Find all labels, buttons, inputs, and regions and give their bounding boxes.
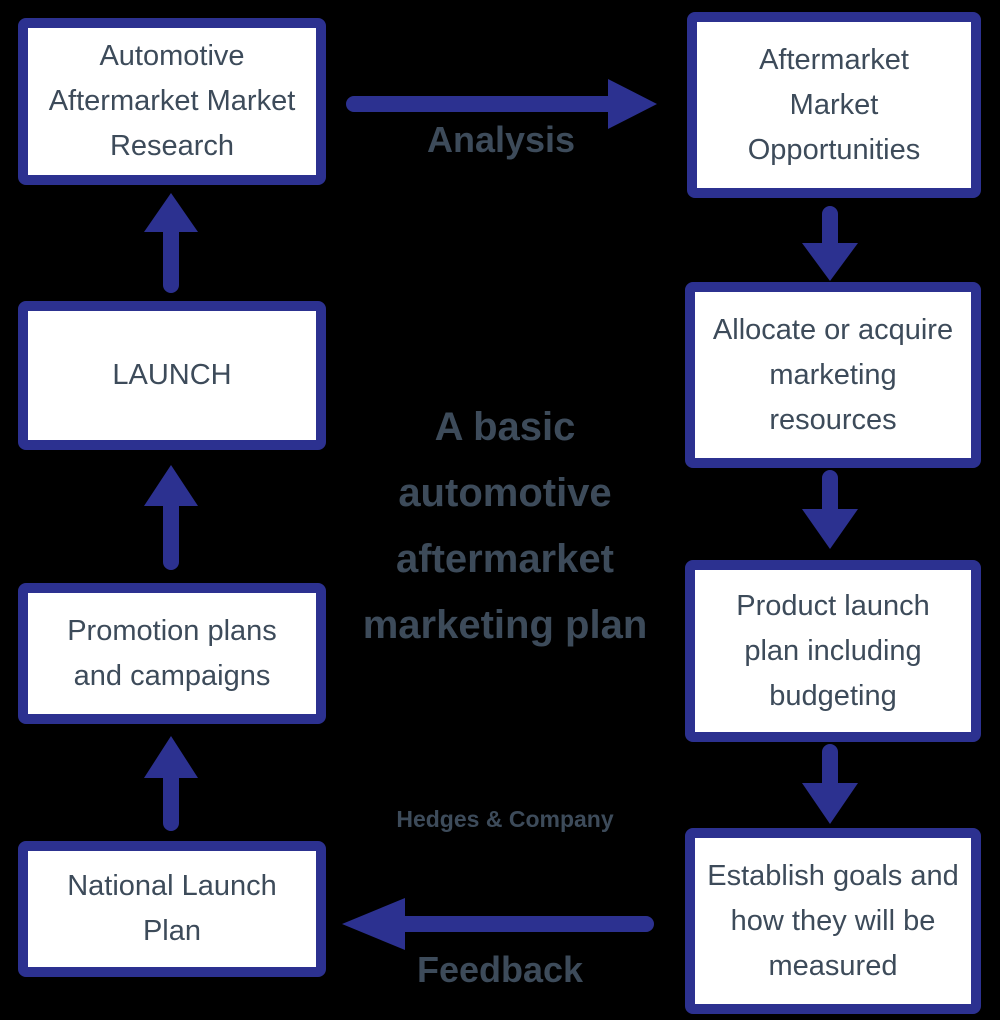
credit-text: Hedges & Company <box>396 806 614 832</box>
down-arrow-product-goals <box>802 744 858 824</box>
flow-box-text: marketing <box>769 358 897 391</box>
flow-box-text: resources <box>769 403 897 436</box>
flow-box-opportunities: Aftermarket Market Opportunities <box>687 12 981 198</box>
up-arrow-promotion-launch <box>144 465 198 570</box>
diagram-title-line: A basic <box>434 405 576 449</box>
flow-box-text: LAUNCH <box>112 359 232 391</box>
down-arrow-opportunities-allocate <box>802 206 858 281</box>
flow-box-allocate-resources: Allocate or acquire marketing resources <box>685 282 981 468</box>
flow-box-text: how they will be <box>730 904 936 937</box>
flow-box-text: Allocate or acquire <box>712 313 954 346</box>
up-arrow-national-promotion <box>144 736 198 831</box>
flow-box-text: measured <box>768 949 898 982</box>
flow-box-establish-goals: Establish goals and how they will be mea… <box>685 828 981 1014</box>
flow-box-text: Opportunities <box>747 133 921 166</box>
flow-box-text: Aftermarket Market <box>48 85 296 117</box>
flow-box-text: Research <box>109 130 235 162</box>
feedback-arrow-label: Feedback <box>416 949 584 990</box>
flow-box-text: Automotive <box>99 40 245 72</box>
flow-box-text: Promotion plans <box>67 614 277 647</box>
down-arrow-allocate-product <box>802 470 858 549</box>
flow-box-text: National Launch <box>67 870 277 902</box>
flow-box-text: Plan <box>142 915 202 947</box>
flow-box-text: budgeting <box>769 679 897 712</box>
up-arrow-launch-research <box>144 193 198 293</box>
flow-box-text: Aftermarket <box>759 43 909 76</box>
flow-box-text: Product launch <box>736 589 930 622</box>
flow-box-national-launch-plan: National Launch Plan <box>18 841 326 977</box>
diagram-title-line: automotive <box>398 471 612 515</box>
flow-box-launch: LAUNCH <box>18 301 326 450</box>
feedback-arrow <box>342 898 654 950</box>
analysis-arrow <box>346 79 657 129</box>
flow-box-text: Market <box>789 88 879 121</box>
diagram-title-line: marketing plan <box>362 603 648 647</box>
flow-box-promotion: Promotion plans and campaigns <box>18 583 326 724</box>
flow-box-text: Establish goals and <box>707 859 959 892</box>
diagram-title-line: aftermarket <box>396 537 614 581</box>
analysis-arrow-label: Analysis <box>426 119 576 160</box>
flow-box-research: Automotive Aftermarket Market Research <box>18 18 326 185</box>
flow-box-text: and campaigns <box>73 659 271 692</box>
diagram-title: A basic automotive aftermarket marketing… <box>330 394 680 658</box>
flow-box-text: plan including <box>744 634 922 667</box>
flow-box-product-launch-plan: Product launch plan including budgeting <box>685 560 981 742</box>
